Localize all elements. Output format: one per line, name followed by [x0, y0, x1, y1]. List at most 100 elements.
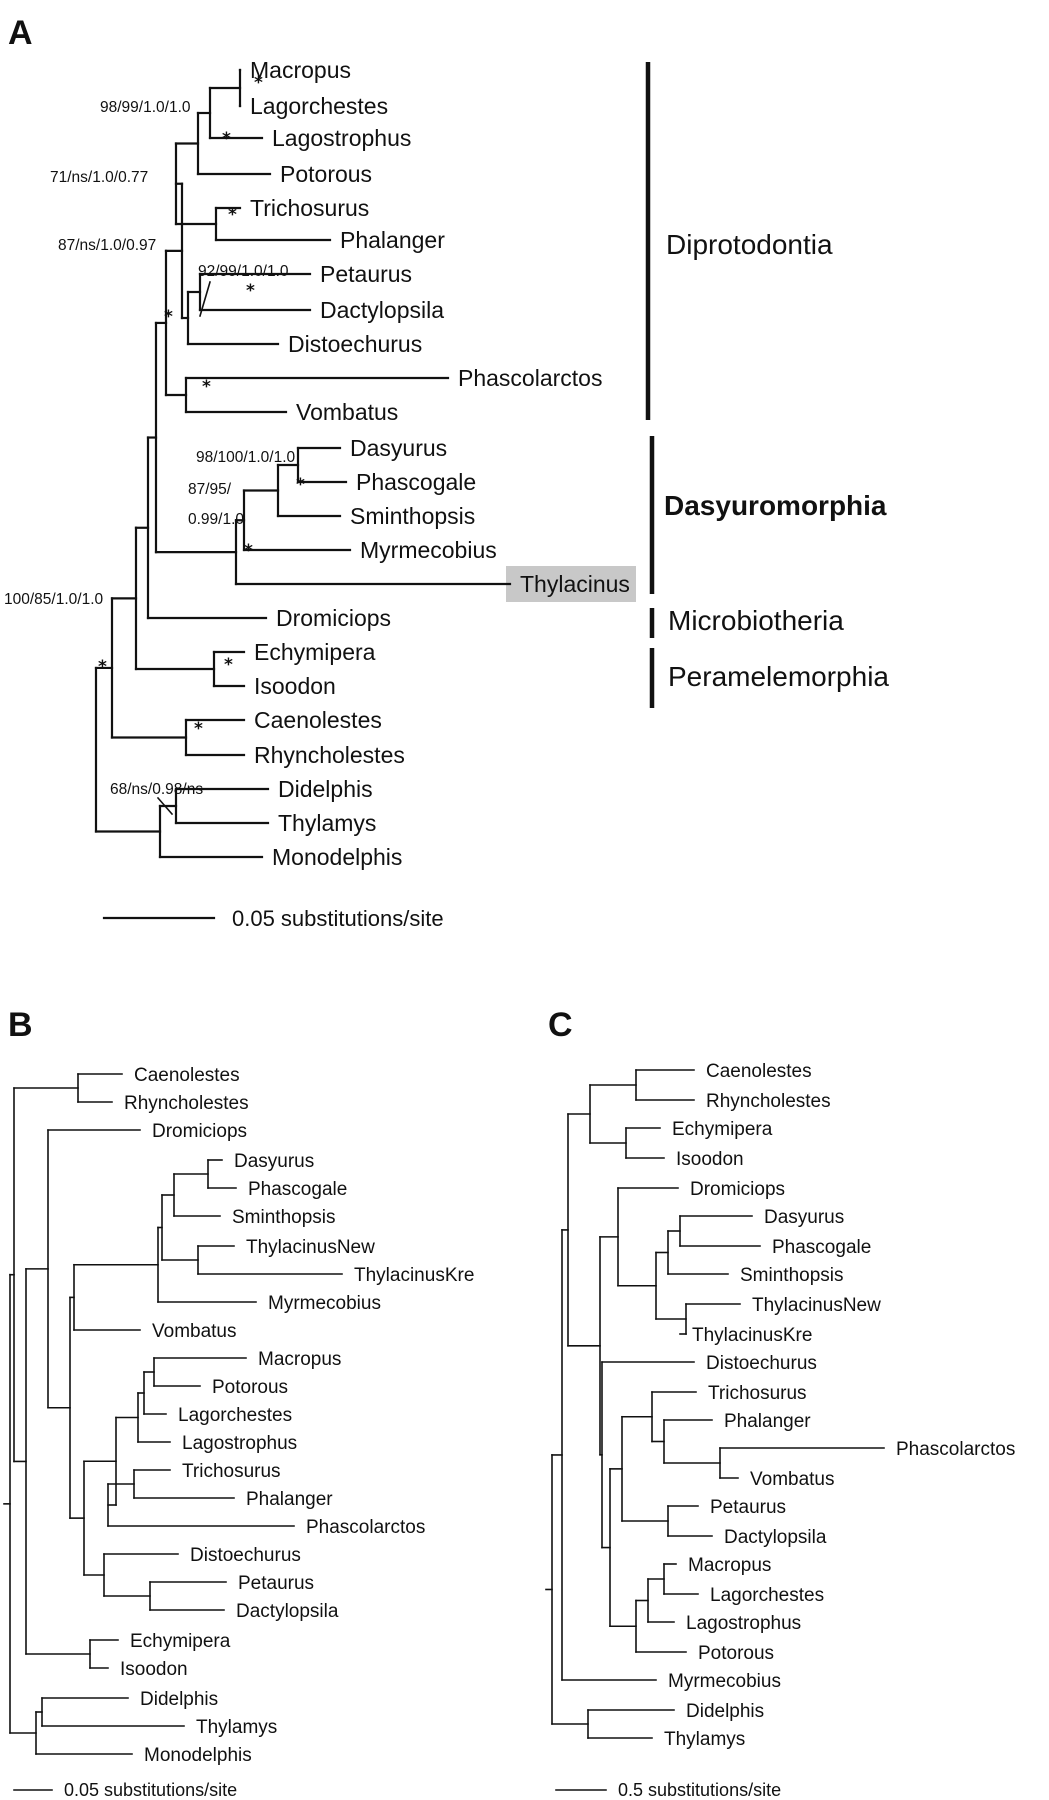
- scale-label-b: 0.05 substitutions/site: [64, 1780, 237, 1800]
- taxon-label-dactylopsila: Dactylopsila: [320, 297, 444, 323]
- support-value: 100/85/1.0/1.0: [4, 591, 103, 608]
- taxon-label-trichosurus: Trichosurus: [250, 195, 369, 221]
- taxon-label-lagorchestes: Lagorchestes: [710, 1585, 824, 1606]
- panel-c-tree: C CaenolestesRhyncholestesEchymiperaIsood…: [545, 1006, 1015, 1800]
- taxon-label-thylacinusnew: ThylacinusNew: [246, 1237, 375, 1258]
- taxon-label-phalanger: Phalanger: [724, 1411, 811, 1432]
- taxon-label-thylamys: Thylamys: [196, 1717, 277, 1738]
- taxon-label-vombatus: Vombatus: [750, 1469, 835, 1490]
- taxon-label-isoodon: Isoodon: [676, 1149, 744, 1170]
- taxon-label-potorous: Potorous: [698, 1643, 774, 1664]
- taxon-label-phalanger: Phalanger: [246, 1489, 333, 1510]
- support-star: *: [244, 541, 253, 561]
- clade-label-dasyuromorphia: Dasyuromorphia: [664, 490, 887, 521]
- taxon-label-dasyurus: Dasyurus: [764, 1207, 844, 1228]
- taxon-label-dasyurus: Dasyurus: [350, 435, 447, 461]
- taxon-label-potorous: Potorous: [212, 1377, 288, 1398]
- taxon-label-myrmecobius: Myrmecobius: [360, 537, 497, 563]
- taxon-label-didelphis: Didelphis: [140, 1689, 218, 1710]
- support-star: *: [164, 307, 173, 327]
- support-value: 98/100/1.0/1.0: [196, 449, 295, 466]
- panel-label-c: C: [548, 1006, 573, 1044]
- taxon-label-phalanger: Phalanger: [340, 227, 445, 253]
- taxon-label-petaurus: Petaurus: [238, 1573, 314, 1594]
- taxon-label-rhyncholestes: Rhyncholestes: [124, 1093, 249, 1114]
- taxon-label-vombatus: Vombatus: [296, 399, 398, 425]
- taxon-label-isoodon: Isoodon: [254, 673, 336, 699]
- support-value: 68/ns/0.98/ns: [110, 781, 203, 798]
- taxon-label-dasyurus: Dasyurus: [234, 1151, 314, 1172]
- taxon-label-macropus: Macropus: [688, 1555, 771, 1576]
- taxon-label-petaurus: Petaurus: [320, 261, 412, 287]
- taxon-label-echymipera: Echymipera: [672, 1119, 773, 1140]
- taxon-label-phascogale: Phascogale: [772, 1237, 871, 1258]
- taxon-label-isoodon: Isoodon: [120, 1659, 188, 1680]
- scale-label-a: 0.05 substitutions/site: [232, 906, 444, 931]
- taxon-label-echymipera: Echymipera: [254, 639, 376, 665]
- support-star: *: [296, 475, 305, 495]
- taxon-label-didelphis: Didelphis: [686, 1701, 764, 1722]
- taxon-label-distoechurus: Distoechurus: [288, 331, 422, 357]
- taxon-label-lagorchestes: Lagorchestes: [250, 93, 388, 119]
- panel-b-tree: B CaenolestesRhyncholestesDromiciopsDasyu…: [3, 1006, 474, 1800]
- clade-label-peramelemorphia: Peramelemorphia: [668, 661, 889, 692]
- support-value: 87/95/: [188, 481, 232, 498]
- support-star: *: [246, 281, 255, 301]
- support-star: *: [222, 129, 231, 149]
- taxon-label-caenolestes: Caenolestes: [134, 1065, 240, 1086]
- taxon-label-thylamys: Thylamys: [278, 810, 376, 836]
- taxon-label-myrmecobius: Myrmecobius: [668, 1671, 781, 1692]
- taxon-label-phascolarctos: Phascolarctos: [896, 1439, 1015, 1460]
- taxon-label-didelphis: Didelphis: [278, 776, 373, 802]
- clade-label-microbiotheria: Microbiotheria: [668, 605, 844, 636]
- panel-label-a: A: [8, 14, 33, 52]
- taxon-label-macropus: Macropus: [258, 1349, 341, 1370]
- support-star: *: [224, 655, 233, 675]
- taxon-label-thylacinus: Thylacinus: [520, 571, 630, 597]
- support-value: 71/ns/1.0/0.77: [50, 169, 148, 186]
- taxon-label-thylamys: Thylamys: [664, 1729, 745, 1750]
- taxon-label-dromiciops: Dromiciops: [152, 1121, 247, 1142]
- taxon-label-macropus: Macropus: [250, 57, 351, 83]
- taxon-label-potorous: Potorous: [280, 161, 372, 187]
- support-value: 87/ns/1.0/0.97: [58, 237, 156, 254]
- taxon-label-monodelphis: Monodelphis: [144, 1745, 252, 1766]
- taxon-label-monodelphis: Monodelphis: [272, 844, 402, 870]
- taxon-label-lagostrophus: Lagostrophus: [686, 1613, 801, 1634]
- taxon-label-caenolestes: Caenolestes: [706, 1061, 812, 1082]
- taxon-label-thylacinuskre: ThylacinusKre: [692, 1325, 812, 1346]
- taxon-label-lagostrophus: Lagostrophus: [182, 1433, 297, 1454]
- taxon-label-myrmecobius: Myrmecobius: [268, 1293, 381, 1314]
- support-leader: [156, 796, 174, 816]
- support-star: *: [228, 205, 237, 225]
- taxon-label-phascogale: Phascogale: [356, 469, 476, 495]
- taxon-label-rhyncholestes: Rhyncholestes: [254, 742, 405, 768]
- taxon-label-rhyncholestes: Rhyncholestes: [706, 1091, 831, 1112]
- taxon-label-dactylopsila: Dactylopsila: [724, 1527, 827, 1548]
- taxon-label-sminthopsis: Sminthopsis: [350, 503, 475, 529]
- taxon-label-trichosurus: Trichosurus: [182, 1461, 281, 1482]
- taxon-label-distoechurus: Distoechurus: [706, 1353, 817, 1374]
- support-star: *: [194, 719, 203, 739]
- taxon-label-dromiciops: Dromiciops: [690, 1179, 785, 1200]
- clade-label-diprotodontia: Diprotodontia: [666, 229, 833, 260]
- support-star: *: [254, 73, 263, 93]
- panel-label-b: B: [8, 1006, 33, 1044]
- taxon-label-phascogale: Phascogale: [248, 1179, 347, 1200]
- taxon-label-phascolarctos: Phascolarctos: [458, 365, 602, 391]
- support-star: *: [98, 657, 107, 677]
- taxon-label-thylacinusnew: ThylacinusNew: [752, 1295, 881, 1316]
- taxon-label-trichosurus: Trichosurus: [708, 1383, 807, 1404]
- support-leader: [199, 281, 211, 317]
- panel-a-tree: A MacropusLagorchestesLagostrophusPotorou…: [4, 14, 889, 931]
- thylacinus-highlight: [506, 566, 636, 602]
- support-value: 0.99/1.0: [188, 511, 244, 528]
- taxon-label-thylacinuskre: ThylacinusKre: [354, 1265, 474, 1286]
- support-value: 92/99/1.0/1.0: [198, 263, 289, 280]
- taxon-label-distoechurus: Distoechurus: [190, 1545, 301, 1566]
- taxon-label-dactylopsila: Dactylopsila: [236, 1601, 339, 1622]
- scale-label-c: 0.5 substitutions/site: [618, 1780, 781, 1800]
- taxon-label-lagostrophus: Lagostrophus: [272, 125, 411, 151]
- taxon-label-sminthopsis: Sminthopsis: [740, 1265, 844, 1286]
